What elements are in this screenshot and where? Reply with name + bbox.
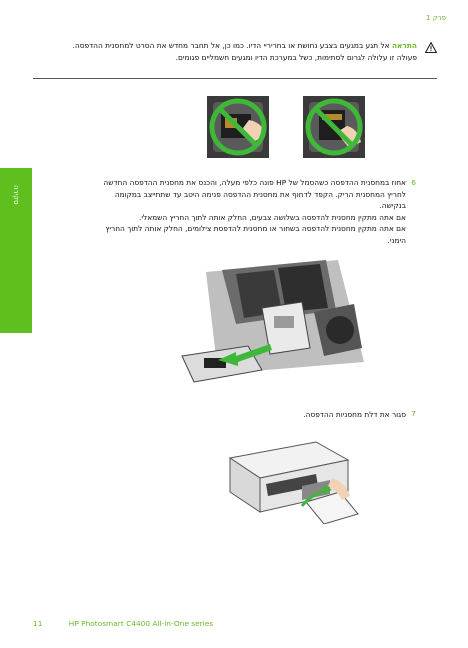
step-6-text: אחוז במחסנית ההדפסה כשהסמל של HP פונה כל…: [96, 177, 406, 246]
warning-label: התראה: [391, 41, 417, 50]
page-footer: 11 HP Photosmart C4400 All-in-One series: [33, 619, 237, 628]
warning-triangle-icon: [425, 42, 437, 53]
warning-box: התראה אל תגע במגעים בצבע נחושת או בחרירי…: [33, 40, 437, 79]
side-tab: [0, 168, 32, 333]
step-number: 7: [411, 409, 416, 418]
warning-text: התראה אל תגע במגעים בצבע נחושת או בחרירי…: [57, 40, 417, 64]
no-touch-contacts-icon: [303, 96, 365, 158]
step-paragraph: סגור את דלת מחסניות ההדפסה.: [303, 410, 406, 419]
product-name: HP Photosmart C4400 All-in-One series: [68, 619, 214, 628]
step-paragraph: אחוז במחסנית ההדפסה כשהסמל של HP פונה כל…: [103, 178, 406, 210]
step-paragraph: אם אתה מתקין מחסנית להדפסה בשלושה צבעים,…: [139, 212, 406, 222]
side-tab-label: סקירה: [12, 185, 20, 205]
step-number: 6: [411, 178, 416, 187]
no-touch-nozzles-icon: [207, 96, 269, 158]
page-number: 11: [33, 619, 43, 628]
step-7-text: סגור את דלת מחסניות ההדפסה.: [96, 409, 406, 421]
cartridge-insertion-illustration: [178, 252, 364, 386]
printer-door-illustration: [220, 434, 360, 524]
warning-body: אל תגע במגעים בצבע נחושת או בחריריי הדיו…: [72, 41, 417, 62]
step-paragraph: אם אתה מתקין מחסנית להדפסה בשחור או מחסנ…: [105, 224, 406, 245]
chapter-header: פרק 1: [426, 14, 446, 22]
